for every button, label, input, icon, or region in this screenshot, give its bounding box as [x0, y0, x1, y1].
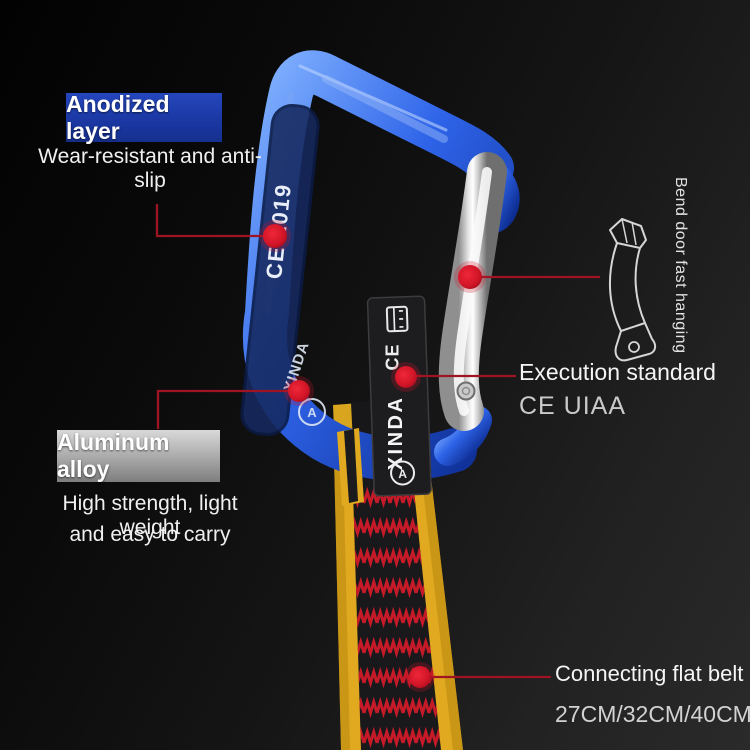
brand-tag: CE XINDA A: [366, 295, 432, 497]
gate-rivet: [456, 381, 476, 401]
red-dot-aluminum: [288, 380, 310, 402]
red-dot-execution: [395, 366, 417, 388]
leader-lines: [155, 204, 600, 679]
aluminum-alloy-description-1: High strength, light weight: [62, 492, 238, 539]
aluminum-alloy-description-2: and easy to carry: [69, 523, 231, 546]
connecting-belt-title: Connecting flat belt: [555, 661, 744, 686]
webbing-strap: [334, 452, 463, 750]
top-bar-gloss: [322, 75, 448, 143]
marker-dots: [259, 220, 486, 692]
aluminum-alloy-title: Aluminum alloy: [57, 429, 220, 482]
bend-gate-label: Bend door fast hanging: [672, 177, 689, 354]
red-dot-anodized: [263, 224, 287, 248]
red-dot-belt: [409, 666, 431, 688]
svg-text:A: A: [398, 467, 407, 481]
execution-standard-value: CE UIAA: [519, 392, 627, 420]
execution-standard-title: Execution standard: [519, 359, 716, 385]
tag-ce-text: CE: [382, 344, 402, 371]
anodized-layer-title: Anodized layer: [66, 91, 222, 144]
gate-rivet-center: [461, 386, 471, 396]
bent-gate-sketch-icon: [609, 218, 657, 362]
frame-logo-icon: A: [298, 398, 326, 426]
svg-text:A: A: [307, 405, 317, 420]
leader-line-aluminum: [156, 389, 299, 429]
spine-panel: [240, 103, 320, 437]
leader-line-anodized: [155, 204, 275, 238]
red-dot-bend-gate: [458, 265, 482, 289]
anodized-layer-description: Wear-resistant and anti-slip: [38, 145, 262, 192]
tag-brand-text: XINDA: [385, 396, 407, 471]
top-bar-highlight: [298, 64, 448, 132]
tag-logo-icon: A: [390, 460, 416, 486]
manual-book-icon: [385, 305, 409, 333]
connecting-belt-sizes: 27CM/32CM/40CM: [555, 701, 750, 727]
carabiner-gate: [438, 152, 507, 431]
